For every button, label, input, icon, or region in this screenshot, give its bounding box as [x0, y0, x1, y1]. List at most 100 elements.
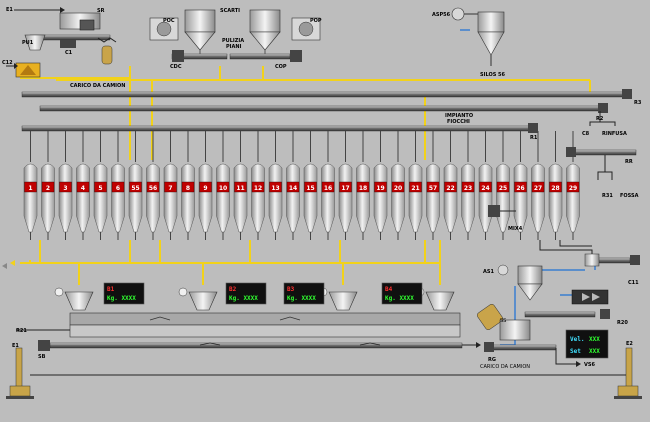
- silo-8[interactable]: 8: [181, 131, 195, 240]
- rg-conveyor[interactable]: [485, 344, 557, 351]
- silo-7[interactable]: 7: [163, 131, 178, 240]
- scale-weight: Kg. XXXX: [287, 295, 316, 302]
- scarti-hopper-right[interactable]: [249, 9, 281, 33]
- silo-19[interactable]: 19: [373, 131, 388, 240]
- c11-area: [584, 253, 640, 267]
- silo-14[interactable]: 14: [286, 131, 300, 240]
- silo-25[interactable]: 25: [496, 131, 510, 240]
- as1-filter[interactable]: [517, 265, 543, 285]
- cop-conveyor[interactable]: [229, 53, 291, 60]
- silo-10[interactable]: 10: [216, 131, 230, 240]
- silo-18[interactable]: 18: [356, 131, 370, 240]
- c1-motor[interactable]: [60, 40, 76, 48]
- silo-number: 9: [203, 185, 207, 192]
- vel-label: Vel.: [570, 336, 584, 343]
- silo-number: 20: [394, 185, 402, 192]
- silo-16[interactable]: 16: [321, 131, 335, 240]
- silos56-label: SILOS 56: [480, 72, 506, 78]
- cdc-motor[interactable]: [172, 50, 184, 62]
- c11-motor[interactable]: [630, 255, 640, 265]
- silo-number: 21: [411, 185, 419, 192]
- elevator-e1[interactable]: [6, 347, 34, 399]
- silo-56[interactable]: 56: [146, 131, 160, 240]
- silo-number: 55: [131, 185, 139, 192]
- ss-hopper[interactable]: [499, 319, 531, 341]
- silo-number: 57: [429, 185, 437, 192]
- as1-fan[interactable]: [497, 264, 509, 276]
- cop-motor[interactable]: [290, 50, 302, 62]
- silo-29[interactable]: 29: [566, 131, 580, 240]
- silo-24[interactable]: 24: [478, 131, 493, 240]
- rg-motor[interactable]: [484, 342, 494, 352]
- silo-number: 3: [63, 185, 67, 192]
- silo-number: 5: [98, 185, 102, 192]
- silo-13[interactable]: 13: [268, 131, 283, 240]
- silo-number: 12: [254, 185, 262, 192]
- r20-conveyor[interactable]: [524, 311, 596, 318]
- mix4-motor[interactable]: [488, 205, 500, 217]
- r31-label: R31: [602, 193, 613, 199]
- silo-57[interactable]: 57: [426, 131, 440, 240]
- silo-number: 11: [236, 185, 244, 192]
- silo-1[interactable]: 1: [23, 131, 38, 240]
- silo-21[interactable]: 21: [408, 131, 423, 240]
- c11-label: C11: [628, 280, 639, 286]
- sb-conveyor[interactable]: [49, 342, 463, 349]
- silo-20[interactable]: 20: [391, 131, 405, 240]
- silo-26[interactable]: 26: [513, 131, 528, 240]
- silo-number: 13: [271, 185, 279, 192]
- silo-55[interactable]: 55: [128, 131, 143, 240]
- pulizia-label: PULIZIA: [222, 38, 244, 44]
- ss-label: SS: [500, 318, 506, 324]
- sr-motor[interactable]: [79, 19, 95, 31]
- silo-17[interactable]: 17: [338, 131, 353, 240]
- conveyor-r3[interactable]: [21, 89, 632, 99]
- conveyor-rr[interactable]: [566, 147, 637, 157]
- r20-motor[interactable]: [600, 309, 610, 319]
- silo-9[interactable]: 9: [198, 131, 213, 240]
- silo-28[interactable]: 28: [548, 131, 563, 240]
- silos56-area: [451, 7, 505, 66]
- silo-4[interactable]: 4: [76, 131, 90, 240]
- pop-label: POP: [310, 18, 322, 24]
- silo-number: 15: [306, 185, 314, 192]
- silo-5[interactable]: 5: [93, 131, 108, 240]
- c12-label: C12: [2, 60, 13, 66]
- silo-27[interactable]: 27: [531, 131, 545, 240]
- mixer-body[interactable]: [69, 312, 461, 326]
- rinfusa-label: RINFUSA: [602, 131, 627, 137]
- silos56-filter[interactable]: [477, 11, 505, 33]
- silo-12[interactable]: 12: [251, 131, 265, 240]
- silo-3[interactable]: 3: [58, 131, 73, 240]
- scale-name: B4: [385, 286, 393, 293]
- silo-number: 22: [446, 185, 454, 192]
- silo-11[interactable]: 11: [233, 131, 248, 240]
- vel-value: XXX: [589, 336, 600, 343]
- c8-label: C8: [582, 131, 590, 137]
- r3-label: R3: [634, 100, 642, 106]
- elevator-e2[interactable]: [614, 347, 642, 399]
- pu1-hopper[interactable]: [24, 34, 46, 51]
- e1-bottom-label: E1: [12, 343, 19, 349]
- asp56-fan[interactable]: [451, 7, 465, 21]
- r1-label: R1: [530, 135, 538, 141]
- scarti-hopper-left[interactable]: [184, 9, 216, 33]
- silo-15[interactable]: 15: [303, 131, 318, 240]
- silo-23[interactable]: 23: [461, 131, 475, 240]
- c1-filter: [101, 45, 113, 65]
- silo-22[interactable]: 22: [443, 131, 458, 240]
- silo-6[interactable]: 6: [111, 131, 125, 240]
- scarti-label: SCARTI: [220, 8, 240, 14]
- conveyor-r2[interactable]: [39, 103, 608, 113]
- scale-name: B3: [287, 286, 295, 293]
- sb-motor[interactable]: [38, 340, 50, 351]
- silo-number: 7: [168, 185, 172, 192]
- cdc-label: CDC: [170, 64, 182, 70]
- silo-2[interactable]: 2: [41, 131, 55, 240]
